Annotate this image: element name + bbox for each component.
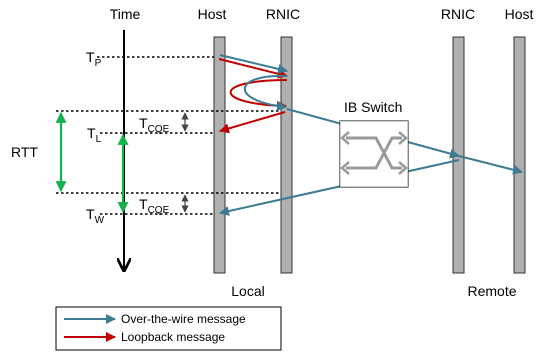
loopback-response-arrow	[219, 111, 286, 134]
time-header: Time	[110, 6, 141, 22]
legend-wire-label: Over-the-wire message	[121, 312, 246, 326]
ib-switch-icon	[339, 120, 409, 188]
tcqe-label-2: TCQE	[139, 196, 170, 216]
remote-label: Remote	[467, 283, 516, 299]
rtt-label: RTT	[11, 144, 38, 160]
tw-label: TW	[86, 206, 105, 226]
local-rnic-bar	[280, 36, 293, 274]
tl-label: TL	[87, 125, 102, 145]
loopback-curve-arrow	[229, 79, 288, 111]
remote-rnic-header: RNIC	[441, 6, 475, 22]
local-label: Local	[231, 283, 264, 299]
local-host-bar	[213, 36, 226, 274]
ib-switch-label: IB Switch	[344, 99, 402, 115]
remote-host-bar	[513, 36, 526, 274]
legend: Over-the-wire message Loopback message	[55, 306, 282, 351]
local-host-header: Host	[198, 6, 227, 22]
legend-loopback-label: Loopback message	[121, 330, 225, 344]
local-rnic-header: RNIC	[266, 6, 300, 22]
wire-remote-host-arrow	[458, 155, 523, 175]
loopback-request-arrow	[218, 58, 288, 79]
wire-curve-arrow	[243, 74, 288, 112]
tp-label: TP	[86, 49, 102, 69]
wire-post-arrow	[219, 54, 288, 74]
remote-host-header: Host	[505, 6, 534, 22]
tcqe-label-1: TCQE	[139, 115, 170, 135]
